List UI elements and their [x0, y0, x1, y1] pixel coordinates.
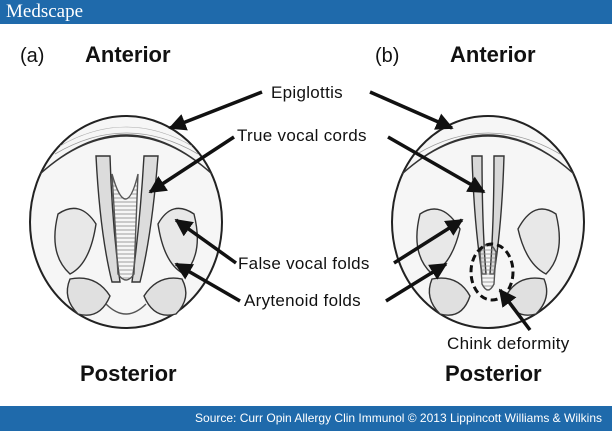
- label-epiglottis: Epiglottis: [271, 83, 343, 102]
- arrow-true-cords-a: [148, 135, 235, 194]
- arrow-chink-deformity: [498, 288, 532, 332]
- panel-a-posterior-label: Posterior: [80, 361, 177, 386]
- larynx-illustration-a: [29, 115, 223, 329]
- source-credit: Source: Curr Opin Allergy Clin Immunol ©…: [195, 411, 602, 425]
- panel-b-posterior-label: Posterior: [445, 361, 542, 386]
- panel-a-tag: (a): [20, 45, 44, 67]
- arrow-false-folds-b: [393, 218, 464, 265]
- arrow-arytenoid-a: [174, 262, 241, 303]
- label-arytenoid-folds: Arytenoid folds: [244, 291, 361, 310]
- panel-b-anterior-label: Anterior: [450, 42, 536, 67]
- medscape-logo: Medscape: [6, 1, 84, 22]
- bottom-bar: Source: Curr Opin Allergy Clin Immunol ©…: [0, 406, 612, 431]
- larynx-diagram: (a) Anterior (b) Anterior Posterior Post…: [20, 42, 585, 386]
- arrow-false-folds-a: [174, 218, 238, 265]
- label-false-vocal-folds: False vocal folds: [238, 254, 370, 273]
- label-true-vocal-cords: True vocal cords: [237, 126, 367, 145]
- panel-b-tag: (b): [375, 45, 399, 67]
- panel-a-anterior-label: Anterior: [85, 42, 171, 67]
- arrow-true-cords-b: [387, 135, 486, 194]
- chink-deformity-marker: [469, 242, 515, 302]
- arrow-epiglottis-b: [369, 90, 454, 130]
- label-chink-deformity: Chink deformity: [447, 334, 570, 353]
- top-bar: Medscape: [0, 0, 612, 24]
- arrow-arytenoid-b: [385, 262, 448, 303]
- larynx-illustration-b: [391, 115, 585, 329]
- arrow-epiglottis-a: [168, 90, 263, 131]
